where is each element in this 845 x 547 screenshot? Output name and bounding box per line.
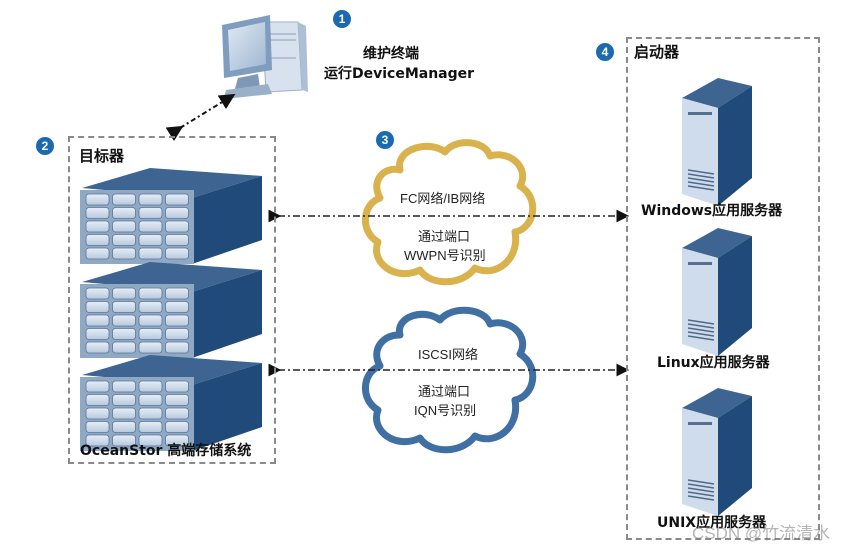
initiator-title: 启动器: [634, 43, 680, 61]
target-title: 目标器: [79, 147, 125, 165]
target-group-box: [68, 136, 276, 464]
fc-id-line2: WWPN号识别: [404, 248, 486, 263]
storage-array-icon: [80, 168, 262, 264]
server-label-linux: Linux应用服务器: [657, 355, 770, 371]
tower-server-icon: [682, 388, 752, 516]
fc-network-name: FC网络/IB网络: [400, 191, 486, 206]
fc-id-line1: 通过端口: [418, 229, 471, 244]
server-label-unix: UNIX应用服务器: [657, 515, 767, 531]
terminal-link-arrow: [165, 93, 236, 142]
initiator-group-box: [626, 37, 820, 540]
terminal-title: 维护终端: [363, 46, 419, 62]
iscsi-network-cloud: [362, 306, 537, 454]
tower-server-icon: [682, 78, 752, 206]
iscsi-id-line1: 通过端口: [418, 384, 471, 399]
terminal-subtitle: 运行DeviceManager: [324, 66, 475, 82]
storage-system-label: OceanStor 高端存储系统: [80, 443, 252, 459]
tower-server-icon: [682, 228, 752, 356]
storage-array-icon: [80, 355, 262, 451]
watermark: CSDN @竹流清水: [692, 524, 831, 543]
server-label-windows: Windows应用服务器: [641, 203, 783, 219]
step-badge-3: 3: [376, 131, 394, 149]
step-badge-2: 2: [36, 137, 54, 155]
iscsi-id-line2: IQN号识别: [414, 403, 477, 418]
iscsi-network-name: ISCSI网络: [418, 347, 478, 362]
storage-array-icon: [80, 262, 262, 358]
computer-icon: [222, 15, 308, 99]
step-badge-1: 1: [333, 10, 351, 28]
step-badge-4: 4: [596, 43, 614, 61]
